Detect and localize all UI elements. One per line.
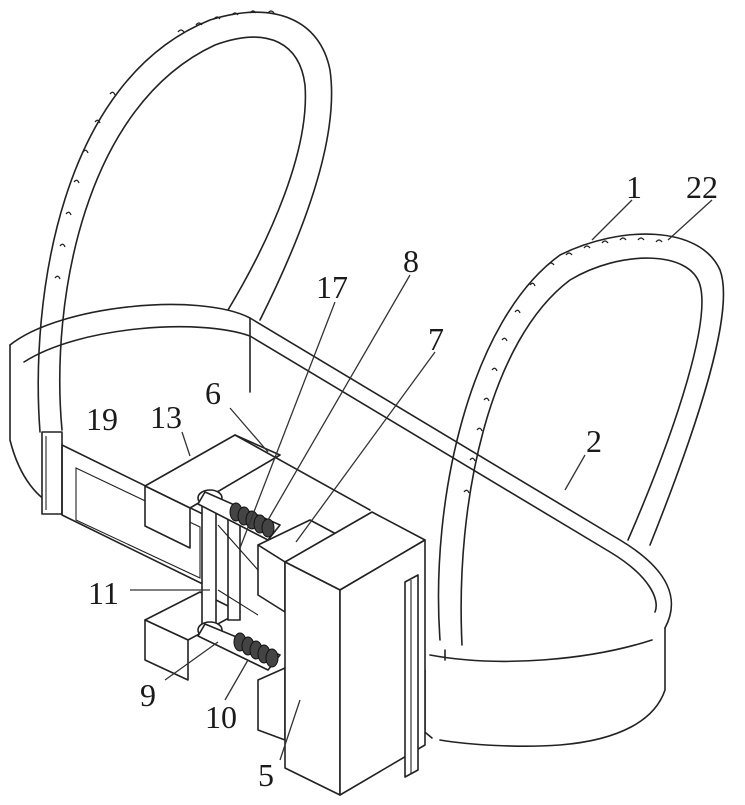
label-2: 2	[586, 423, 602, 459]
right-shoulder-strap	[420, 234, 724, 738]
label-9: 9	[140, 677, 156, 713]
label-8: 8	[403, 243, 419, 279]
label-13: 13	[150, 399, 182, 435]
label-1: 1	[626, 169, 642, 205]
label-19: 19	[86, 401, 118, 437]
label-11: 11	[88, 575, 119, 611]
main-housing	[285, 512, 425, 795]
label-7: 7	[428, 321, 444, 357]
strap-holes-left	[55, 11, 274, 279]
label-17: 17	[316, 269, 348, 305]
label-6: 6	[205, 375, 221, 411]
label-5: 5	[258, 757, 274, 793]
label-10: 10	[205, 699, 237, 735]
label-22: 22	[686, 169, 718, 205]
strap-holes-right	[464, 238, 662, 493]
left-shoulder-strap	[38, 11, 331, 514]
